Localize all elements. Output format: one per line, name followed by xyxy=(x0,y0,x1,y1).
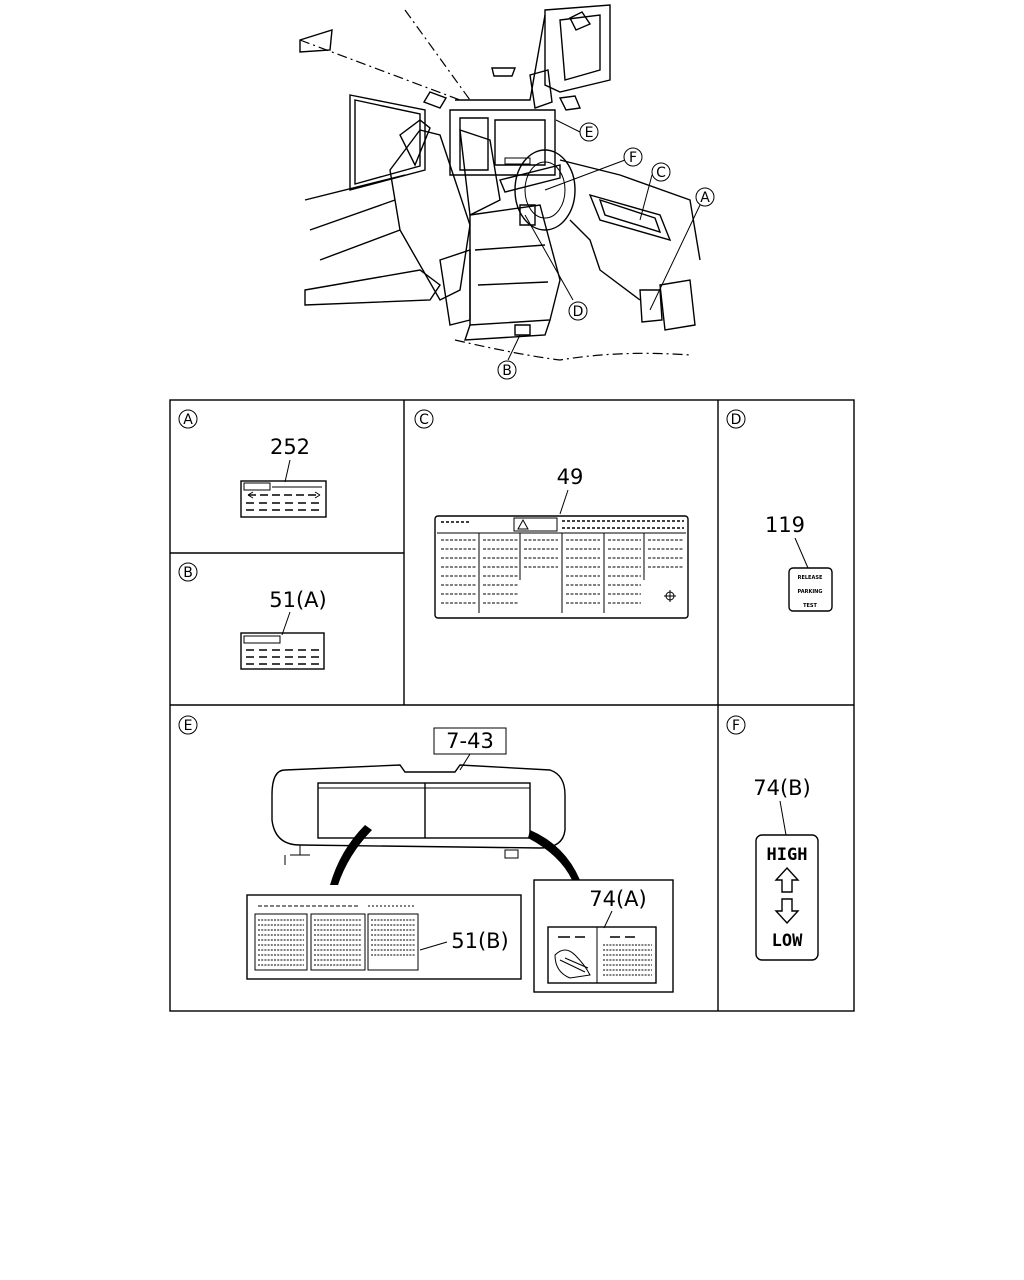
detail-grid-frame xyxy=(169,399,855,1012)
label-51b-decal xyxy=(246,894,522,980)
arrow-down-icon xyxy=(774,898,800,925)
part-number-51a: 51(A) xyxy=(269,588,326,612)
label-74b-decal: HIGH LOW xyxy=(755,834,819,961)
panel-b: B 51(A) xyxy=(178,562,327,670)
svg-text:C: C xyxy=(656,165,666,181)
svg-text:D: D xyxy=(573,304,584,320)
svg-text:PARKING: PARKING xyxy=(798,589,823,595)
sun-visor-illustration xyxy=(271,764,580,885)
callout-d[interactable]: D xyxy=(568,301,588,321)
part-number-7-43: 7-43 xyxy=(446,729,494,753)
panel-a: A 252 xyxy=(178,409,327,518)
svg-text:RELEASE: RELEASE xyxy=(798,575,823,581)
callout-f[interactable]: F xyxy=(623,147,643,167)
part-number-74b: 74(B) xyxy=(753,776,811,800)
label-low: LOW xyxy=(772,931,803,951)
part-number-252: 252 xyxy=(270,435,310,459)
callout-a[interactable]: A xyxy=(695,187,715,207)
part-number-49: 49 xyxy=(557,465,584,489)
svg-text:F: F xyxy=(732,718,740,734)
part-number-51b: 51(B) xyxy=(451,929,509,953)
svg-text:TEST: TEST xyxy=(803,603,817,609)
arrow-up-icon xyxy=(774,866,800,893)
svg-text:B: B xyxy=(502,363,512,379)
part-number-119: 119 xyxy=(765,513,805,537)
svg-text:E: E xyxy=(585,125,594,141)
panel-e: E 7-43 51(B xyxy=(178,715,674,993)
part-number-74a: 74(A) xyxy=(589,887,646,911)
panel-d: D 119 RELEASE PARKING TEST xyxy=(726,409,833,612)
svg-text:B: B xyxy=(183,565,193,581)
svg-text:F: F xyxy=(629,150,637,166)
overview-callouts: E F C A D B xyxy=(497,122,715,380)
callout-b[interactable]: B xyxy=(497,360,517,380)
svg-text:A: A xyxy=(700,190,710,206)
svg-text:C: C xyxy=(419,412,429,428)
label-51a-decal xyxy=(240,632,325,670)
svg-text:A: A xyxy=(183,412,193,428)
panel-f: F 74(B) HIGH LOW xyxy=(726,715,819,961)
panel-c: C 49 xyxy=(414,409,689,619)
label-252-decal xyxy=(240,480,327,518)
callout-c[interactable]: C xyxy=(651,162,671,182)
label-49-decal xyxy=(434,515,689,619)
svg-text:E: E xyxy=(184,718,193,734)
label-high: HIGH xyxy=(767,845,808,865)
callout-e[interactable]: E xyxy=(579,122,599,142)
cab-interior-illustration xyxy=(299,4,701,361)
svg-text:D: D xyxy=(731,412,742,428)
label-119-decal: RELEASE PARKING TEST xyxy=(788,567,833,612)
callout-leaders xyxy=(507,119,701,361)
label-74a-box: 74(A) xyxy=(533,879,674,993)
